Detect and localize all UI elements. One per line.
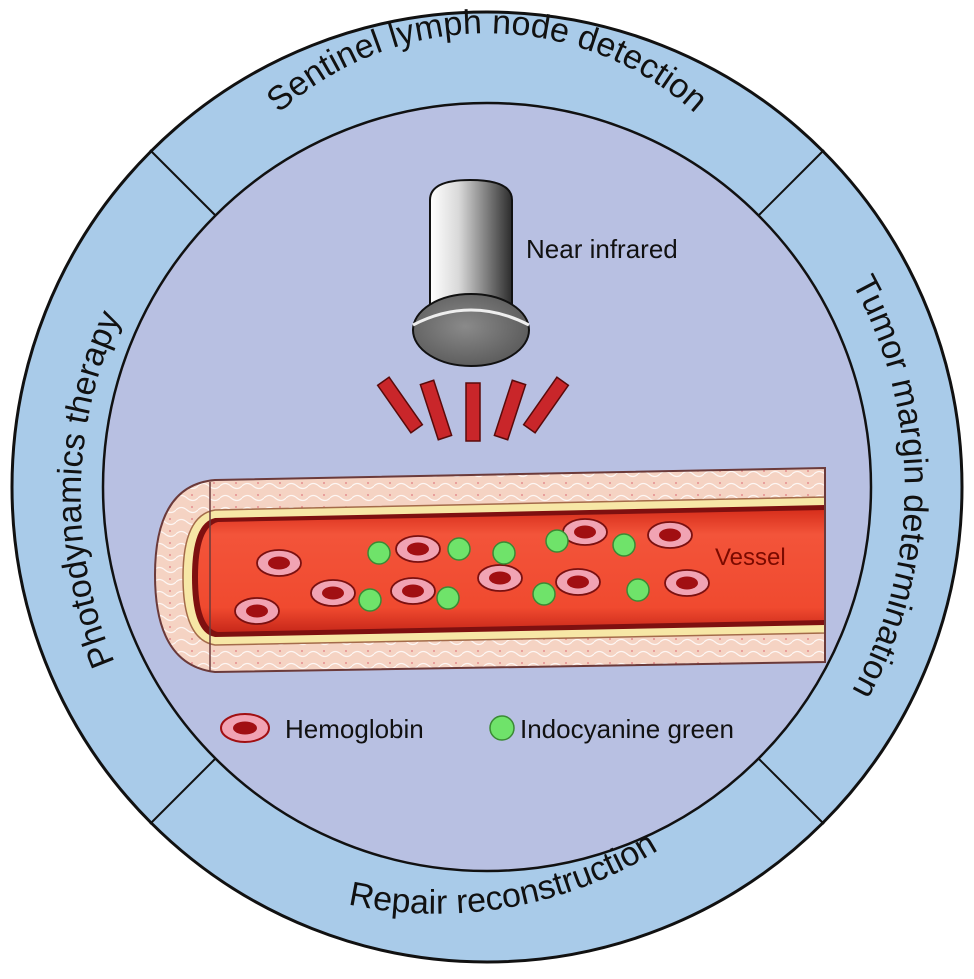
hemoglobin-cell bbox=[562, 518, 608, 546]
icg-particle bbox=[436, 586, 460, 610]
icg-particle bbox=[612, 533, 636, 557]
nir-beam bbox=[419, 379, 453, 441]
legend-hemoglobin-label: Hemoglobin bbox=[285, 714, 424, 744]
icg-particle bbox=[367, 541, 391, 565]
hemoglobin-cell bbox=[477, 564, 523, 592]
legend-icg-label: Indocyanine green bbox=[520, 714, 734, 744]
hemoglobin-cells bbox=[234, 518, 710, 625]
hemoglobin-cell bbox=[395, 535, 441, 563]
ring-divider bbox=[758, 758, 825, 825]
hemoglobin-cell bbox=[555, 568, 601, 596]
hemoglobin-cell bbox=[256, 549, 302, 577]
legend-hemoglobin-icon bbox=[220, 713, 270, 743]
nir-beams bbox=[376, 376, 570, 442]
nir-beam bbox=[522, 376, 570, 434]
near-infrared-label: Near infrared bbox=[526, 234, 678, 264]
ring-divider bbox=[758, 149, 825, 216]
nir-beam bbox=[376, 376, 424, 434]
legend: Hemoglobin Indocyanine green bbox=[220, 713, 734, 744]
ring-divider bbox=[149, 149, 216, 216]
legend-icg-icon bbox=[489, 715, 515, 741]
hemoglobin-cell bbox=[647, 521, 693, 549]
hemoglobin-cell bbox=[390, 577, 436, 605]
icg-particles bbox=[358, 529, 650, 612]
vessel-label: Vessel bbox=[715, 544, 786, 571]
nir-beam bbox=[493, 379, 527, 441]
icg-particle bbox=[492, 541, 516, 565]
icg-particle bbox=[447, 537, 471, 561]
icg-particle bbox=[532, 582, 556, 606]
hemoglobin-cell bbox=[234, 597, 280, 625]
icg-particle bbox=[358, 588, 382, 612]
ring-divider bbox=[149, 758, 216, 825]
hemoglobin-cell bbox=[664, 569, 710, 597]
nir-beam bbox=[465, 382, 481, 442]
hemoglobin-cell bbox=[310, 579, 356, 607]
icg-particle bbox=[545, 529, 569, 553]
icg-particle bbox=[626, 578, 650, 602]
nir-probe-icon bbox=[412, 178, 530, 367]
